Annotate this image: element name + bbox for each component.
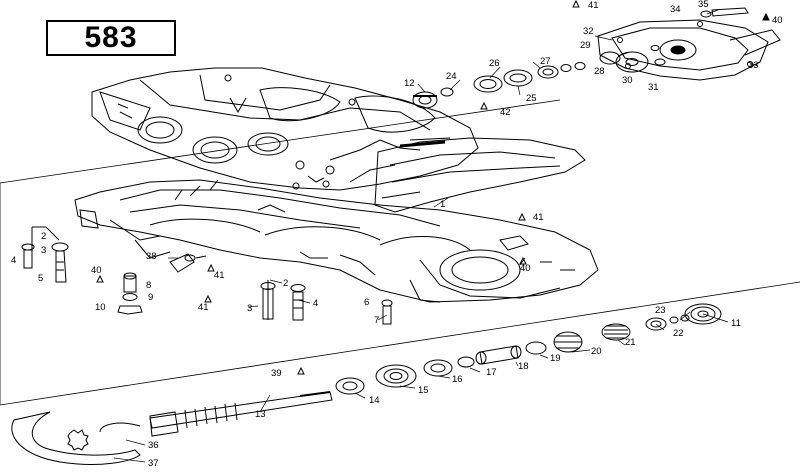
small-bolts bbox=[381, 299, 393, 325]
oil-fitting bbox=[169, 253, 207, 273]
callout-42: 42 bbox=[500, 107, 511, 118]
callout-5: 5 bbox=[38, 273, 44, 284]
callout-7: 7 bbox=[374, 315, 380, 326]
model-number-box: 583 bbox=[46, 20, 176, 56]
callout-10: 10 bbox=[95, 302, 106, 313]
callout-6: 6 bbox=[364, 297, 370, 308]
callout-35: 35 bbox=[698, 0, 709, 10]
callout-3: 3 bbox=[41, 245, 47, 256]
callout-9: 9 bbox=[148, 292, 154, 303]
callout-41: 41 bbox=[214, 270, 225, 281]
triangle-markers bbox=[96, 0, 770, 375]
callout-20: 20 bbox=[591, 346, 602, 357]
callout-36: 36 bbox=[148, 440, 159, 451]
callout-27: 27 bbox=[540, 56, 551, 67]
callout-32: 32 bbox=[583, 26, 594, 37]
callout-11: 11 bbox=[731, 318, 741, 329]
callout-4: 4 bbox=[313, 298, 319, 309]
callout-31: 31 bbox=[648, 82, 659, 93]
callout-28: 28 bbox=[594, 66, 605, 77]
callout-40: 40 bbox=[91, 265, 102, 276]
lower-crankcase bbox=[74, 179, 599, 303]
callout-2: 2 bbox=[283, 278, 289, 289]
callout-23: 23 bbox=[655, 305, 666, 316]
callout-34: 34 bbox=[670, 4, 681, 15]
callout-15: 15 bbox=[418, 385, 429, 396]
model-number: 583 bbox=[84, 21, 138, 54]
callout-2: 2 bbox=[41, 231, 47, 242]
callout-13: 13 bbox=[255, 409, 266, 420]
callout-19: 19 bbox=[550, 353, 561, 364]
magneto-housing bbox=[374, 137, 586, 213]
upper-crankcase bbox=[91, 67, 479, 191]
snap-ring-and-shield bbox=[11, 411, 141, 465]
callout-30: 30 bbox=[622, 75, 633, 86]
callout-21: 21 bbox=[625, 337, 636, 348]
callout-29: 29 bbox=[580, 40, 591, 51]
callout-17: 17 bbox=[486, 367, 497, 378]
valve-cover-hardware bbox=[599, 7, 749, 73]
callout-22: 22 bbox=[673, 328, 684, 339]
callout-33: 33 bbox=[748, 60, 759, 71]
callout-24: 24 bbox=[446, 71, 457, 82]
leader-lines bbox=[113, 9, 759, 463]
callout-40: 40 bbox=[520, 263, 531, 274]
middle-bolts bbox=[260, 280, 306, 321]
callout-12: 12 bbox=[404, 78, 415, 89]
callout-38: 38 bbox=[146, 251, 157, 262]
callout-39: 39 bbox=[271, 368, 282, 379]
callout-25: 25 bbox=[526, 93, 537, 104]
callout-3: 3 bbox=[247, 303, 253, 314]
gear-train bbox=[525, 303, 722, 355]
callout-41: 41 bbox=[198, 302, 209, 313]
callout-41: 41 bbox=[588, 0, 599, 11]
center-nuts bbox=[117, 272, 143, 315]
rotary-valve-cover bbox=[597, 19, 781, 81]
rotary-valve-parts bbox=[412, 62, 586, 109]
callout-37: 37 bbox=[148, 458, 159, 469]
callout-4: 4 bbox=[11, 255, 17, 266]
callout-16: 16 bbox=[452, 374, 463, 385]
callout-18: 18 bbox=[518, 361, 529, 372]
drive-shaft bbox=[149, 391, 333, 437]
frame-lines bbox=[0, 99, 800, 406]
callout-14: 14 bbox=[369, 395, 380, 406]
callout-26: 26 bbox=[489, 58, 500, 69]
callout-1: 1 bbox=[440, 199, 446, 210]
callout-41: 41 bbox=[533, 212, 544, 223]
left-fasteners bbox=[21, 226, 69, 283]
callout-40: 40 bbox=[772, 15, 783, 26]
callout-8: 8 bbox=[146, 280, 152, 291]
